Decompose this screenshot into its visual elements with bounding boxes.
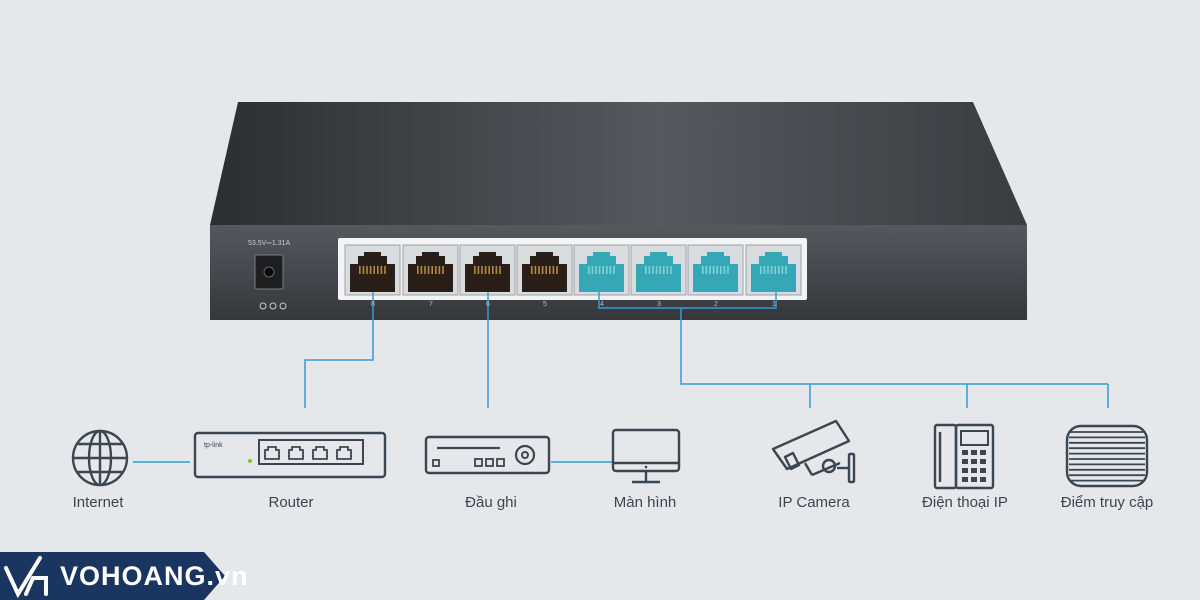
label-internet: Internet [72,494,124,511]
router-icon [193,431,387,479]
router-brand: tp-link [204,442,223,449]
label-access-point: Điểm truy cập [1060,494,1154,511]
link-poe-devices [680,308,1108,385]
label-monitor: Màn hình [613,494,677,511]
router-led [248,459,252,463]
camera-icon [771,419,856,484]
poe-switch [210,102,1027,320]
port-number-2: 2 [714,301,718,308]
ethernet-port-4 [573,244,630,296]
label-recorder: Đầu ghi [465,494,517,511]
ethernet-ports [344,244,802,296]
power-rating: 53.5V⎓1.31A [248,240,291,247]
port-number-3: 3 [657,301,661,308]
brand-name[interactable]: VOHOANG.vn [60,561,249,591]
link-port8-router [304,292,374,408]
label-phone: Điện thoại IP [922,494,1008,511]
brand-mark-icon [4,556,48,599]
ethernet-port-8 [344,244,401,296]
label-router: Router [268,494,314,511]
port-number-6: 6 [486,301,490,308]
recorder-icon [424,435,551,475]
ethernet-port-5 [516,244,573,296]
phone-icon [933,423,995,490]
port-number-1: 1 [772,301,776,308]
access-point-icon [1065,424,1149,488]
port-number-8: 8 [371,301,375,308]
port-number-4: 4 [600,301,604,308]
brand-band [0,552,225,600]
connector-lines [133,292,1109,463]
bracket-poe-ports [598,292,777,309]
label-camera: IP Camera [778,494,850,511]
ethernet-port-3 [630,244,687,296]
polarity-icon [259,302,287,310]
switch-top [210,102,1027,225]
ethernet-port-6 [459,244,516,296]
globe-icon [71,429,129,487]
ethernet-port-2 [687,244,744,296]
ethernet-port-7 [402,244,459,296]
port-number-5: 5 [543,301,547,308]
ethernet-port-1 [745,244,802,296]
power-jack-hole [263,266,275,278]
monitor-icon [611,428,681,484]
port-number-7: 7 [429,301,433,308]
